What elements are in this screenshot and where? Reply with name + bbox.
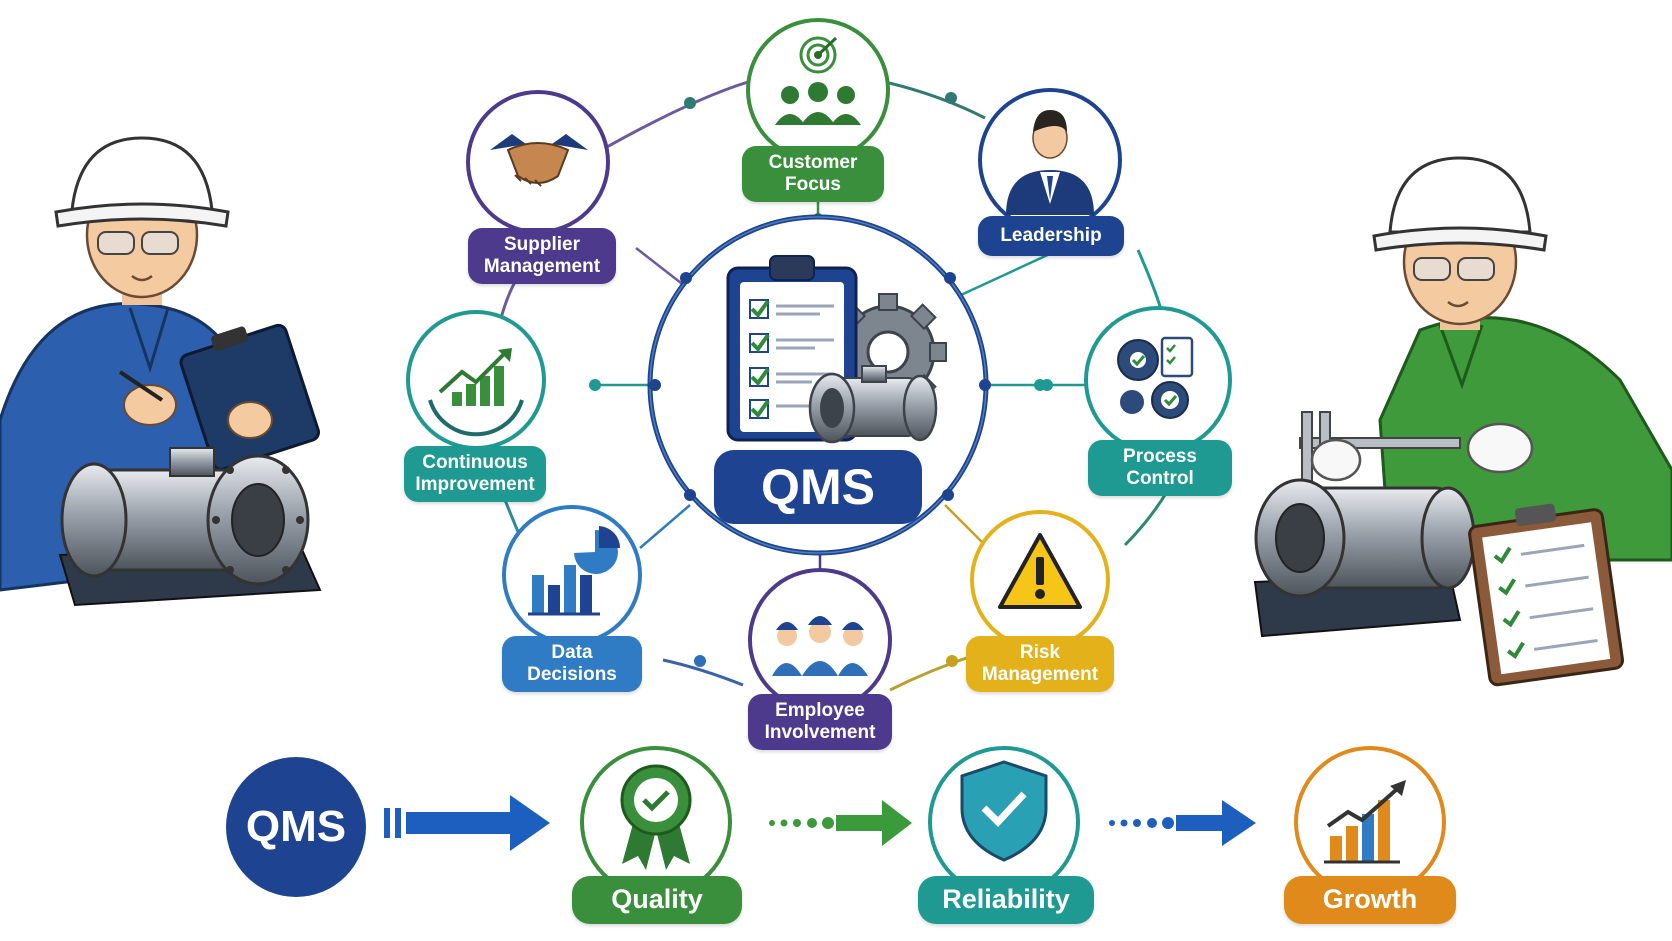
principle-risk-management bbox=[970, 510, 1110, 650]
inspector-worker-right bbox=[1253, 156, 1672, 687]
inspector-worker-left bbox=[0, 136, 322, 607]
label-quality: Quality bbox=[572, 876, 742, 924]
principle-customer-focus bbox=[746, 18, 890, 162]
flow-step-reliability bbox=[928, 746, 1080, 898]
shield-check-icon bbox=[960, 760, 1048, 862]
label-process-control: Process Control bbox=[1088, 440, 1232, 496]
gears-checklist-icon bbox=[1117, 336, 1194, 419]
label-leadership: Leadership bbox=[978, 216, 1124, 256]
principle-supplier-management bbox=[466, 90, 610, 234]
label-data-decisions: Data Decisions bbox=[502, 636, 642, 692]
businessman-icon bbox=[1006, 110, 1094, 215]
label-reliability: Reliability bbox=[918, 876, 1094, 924]
handshake-icon bbox=[490, 134, 588, 187]
principle-continuous-improvement bbox=[406, 310, 546, 450]
warning-icon bbox=[998, 533, 1082, 609]
workers-group-icon bbox=[772, 616, 868, 676]
flow-start-qms: QMS bbox=[226, 757, 366, 897]
principle-employee-involvement bbox=[748, 568, 892, 712]
flow-step-quality bbox=[580, 746, 732, 898]
label-supplier-management: Supplier Management bbox=[468, 228, 616, 284]
growth-arrow-icon bbox=[428, 348, 524, 437]
principle-process-control bbox=[1084, 306, 1232, 454]
label-growth: Growth bbox=[1284, 876, 1456, 924]
principle-leadership bbox=[978, 88, 1122, 232]
qms-center-label: QMS bbox=[714, 450, 922, 524]
bar-pie-chart-icon bbox=[528, 526, 620, 616]
label-continuous-improvement: Continuous Improvement bbox=[404, 446, 546, 502]
clipboard-gear-valve-icon bbox=[726, 255, 947, 444]
label-risk-management: Risk Management bbox=[966, 636, 1114, 692]
flow-arrows bbox=[384, 795, 1256, 851]
target-team-icon bbox=[775, 36, 861, 125]
label-customer-focus: Customer Focus bbox=[742, 146, 884, 202]
flow-step-growth bbox=[1294, 746, 1446, 898]
award-badge-icon bbox=[620, 764, 692, 870]
growth-chart-icon bbox=[1324, 780, 1406, 864]
label-employee-involvement: Employee Involvement bbox=[748, 694, 892, 750]
principle-data-decisions bbox=[502, 505, 642, 645]
